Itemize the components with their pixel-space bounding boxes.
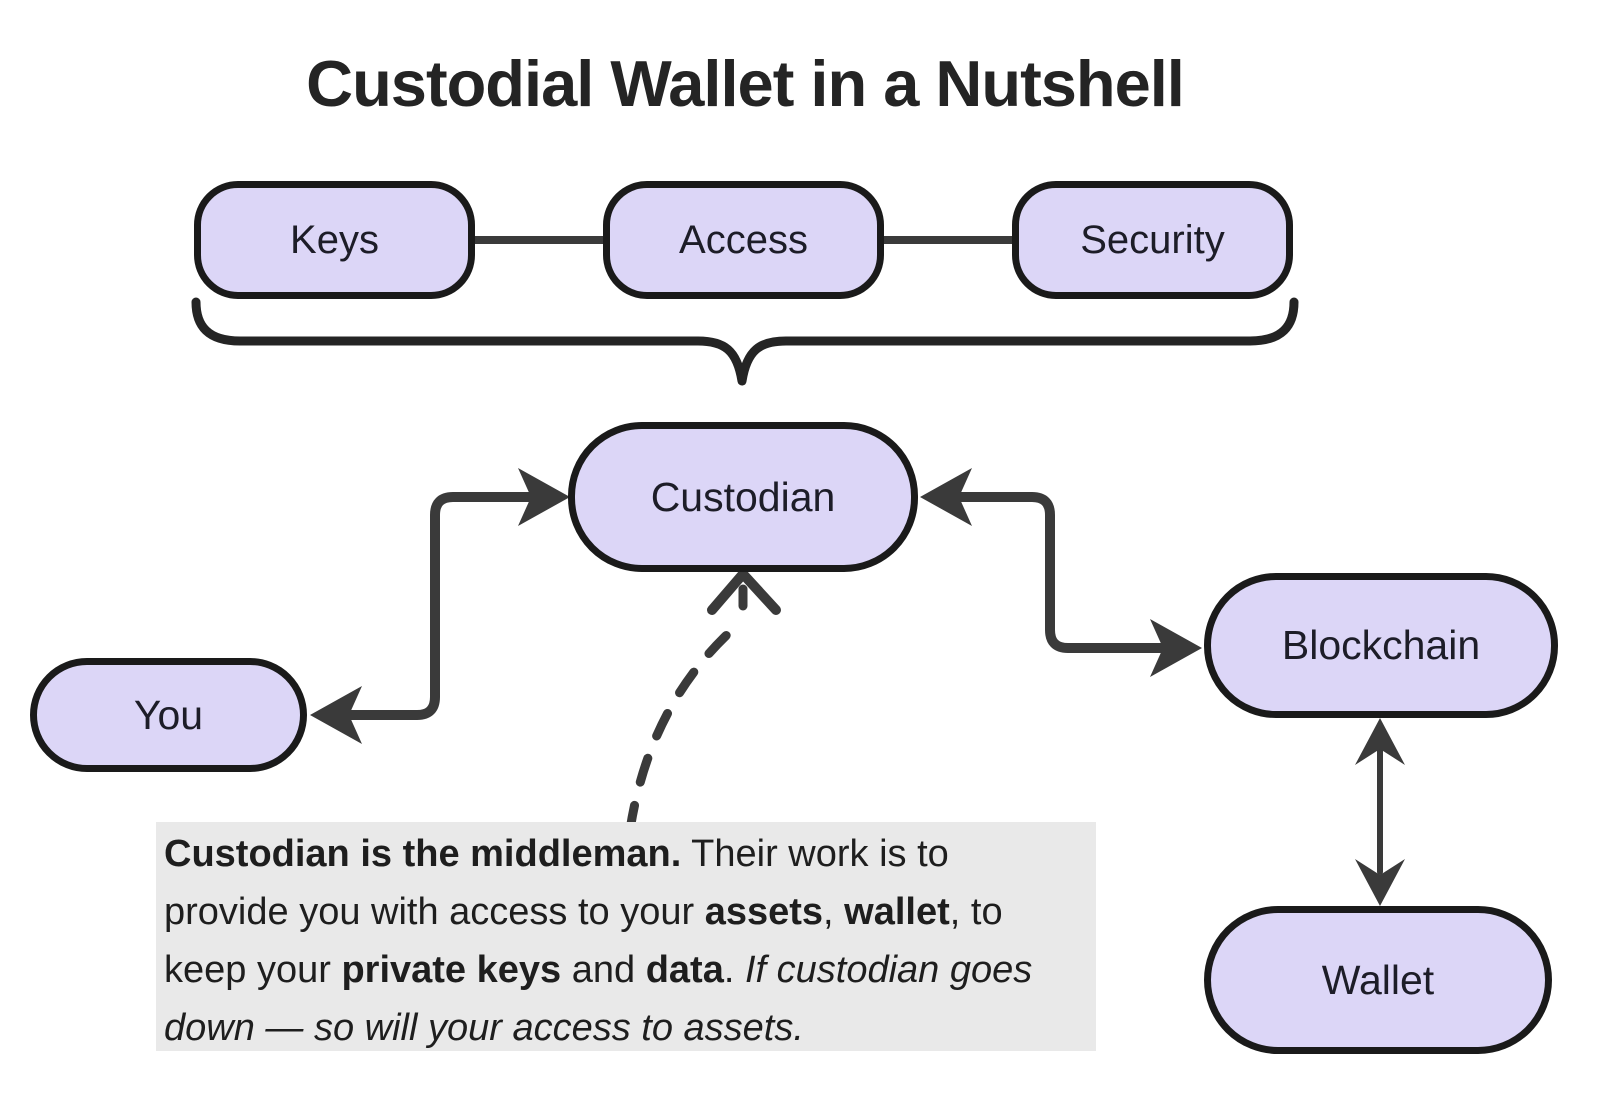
edge-you-custodian (345, 492, 535, 720)
note-bold-data: data (645, 949, 724, 991)
node-custodian: Custodian (568, 422, 918, 572)
note-text-4: and (561, 949, 646, 991)
note-text-5: . (723, 949, 745, 991)
arrowhead-into-wallet (1355, 859, 1405, 906)
node-you-label: You (133, 691, 204, 738)
node-access-label: Access (679, 217, 808, 262)
node-keys: Keys (194, 181, 475, 299)
group-brace (191, 297, 1299, 386)
node-access: Access (603, 181, 884, 299)
arrowhead-into-custodian-left (518, 468, 570, 526)
arrowhead-into-you (310, 686, 362, 744)
node-blockchain: Blockchain (1204, 573, 1558, 718)
node-keys-label: Keys (290, 217, 379, 262)
note-bold-wallet: wallet (844, 891, 950, 933)
arrowhead-into-custodian-right (920, 468, 972, 526)
arrowhead-into-blockchain (1150, 619, 1202, 677)
note-italic-warning: If custodian goes down — so will your ac… (164, 949, 1033, 1049)
note-text-2: , (823, 891, 845, 933)
note-bold-assets: assets (704, 891, 824, 933)
node-wallet-label: Wallet (1321, 956, 1435, 1003)
note-text-1: Their work is to provide you with access… (164, 833, 949, 933)
annotation-note: Custodian is the middleman. Their work i… (156, 822, 1096, 1051)
note-lead-bold: Custodian is the middleman. (164, 833, 682, 875)
edge-note-custodian-dashed (625, 617, 746, 835)
arrowhead-chevron-custodian (707, 566, 781, 615)
node-custodian-label: Custodian (650, 473, 836, 520)
note-text-3: , to keep your (164, 891, 1003, 991)
arrowhead-into-blockchain-bottom (1355, 718, 1405, 765)
edge-custodian-blockchain (955, 492, 1167, 653)
diagram-title: Custodial Wallet in a Nutshell (306, 47, 1185, 120)
node-wallet: Wallet (1204, 906, 1552, 1054)
node-security: Security (1012, 181, 1293, 299)
note-bold-private-keys: private keys (341, 949, 562, 991)
node-security-label: Security (1080, 217, 1225, 262)
node-blockchain-label: Blockchain (1281, 622, 1481, 668)
node-you: You (30, 658, 307, 772)
